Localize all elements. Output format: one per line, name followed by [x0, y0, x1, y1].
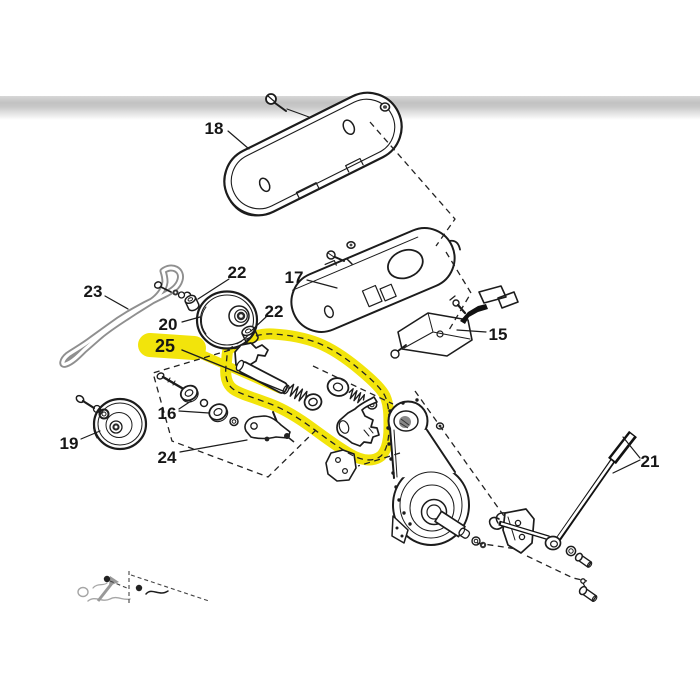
pulley-part	[195, 290, 259, 350]
belt-screw-washers	[153, 281, 192, 300]
part-label-25: 25	[155, 336, 175, 356]
inner-belt-guard-part	[290, 227, 461, 333]
lever-hardware	[471, 536, 598, 602]
part-label-16: 16	[158, 404, 177, 423]
pad-2	[497, 291, 519, 309]
flanged-hub	[326, 377, 350, 397]
part-label-22b: 22	[265, 302, 284, 321]
part-labels: 18 23 22 20 22 17 15 25 16 24 19 21	[60, 119, 660, 474]
part-label-20: 20	[159, 315, 178, 334]
belt-cover-part	[223, 91, 403, 217]
part-label-15: 15	[489, 325, 508, 344]
roller-kit-part	[156, 372, 239, 427]
kit-box-24-outline	[152, 346, 317, 478]
part-label-21: 21	[641, 452, 660, 471]
shift-shaft-assembly-part	[234, 342, 380, 447]
cover-nut	[379, 102, 391, 112]
bushing-upper	[184, 294, 200, 312]
cover-screw	[265, 93, 310, 118]
part-label-22a: 22	[228, 263, 247, 282]
part-label-24: 24	[158, 448, 177, 467]
spring-a	[288, 383, 308, 402]
idler-bolt	[75, 394, 110, 420]
control-lever-part	[471, 430, 637, 602]
idler-pulley-part	[75, 394, 148, 451]
dashed-alignment-lines	[152, 121, 588, 582]
pad-1	[478, 285, 507, 304]
transmission-housing-part	[386, 398, 471, 546]
key-plate-part	[244, 411, 295, 443]
lower-bracket-part	[325, 449, 357, 482]
spring-b	[348, 388, 366, 404]
part-label-17: 17	[285, 268, 304, 287]
guard-screw-nut	[326, 241, 356, 265]
v-belt-part	[59, 264, 192, 368]
washer-ring	[303, 393, 323, 411]
cable	[460, 304, 488, 324]
part-label-23: 23	[84, 282, 103, 301]
part-label-18: 18	[205, 119, 224, 138]
dog-clutch-cam	[336, 396, 380, 447]
output-shaft	[434, 510, 471, 539]
part-label-19: 19	[60, 434, 79, 453]
faint-machine-sketch	[77, 571, 210, 603]
highlight-loop-outline	[225, 333, 390, 461]
cable-bracket-part	[390, 285, 519, 359]
